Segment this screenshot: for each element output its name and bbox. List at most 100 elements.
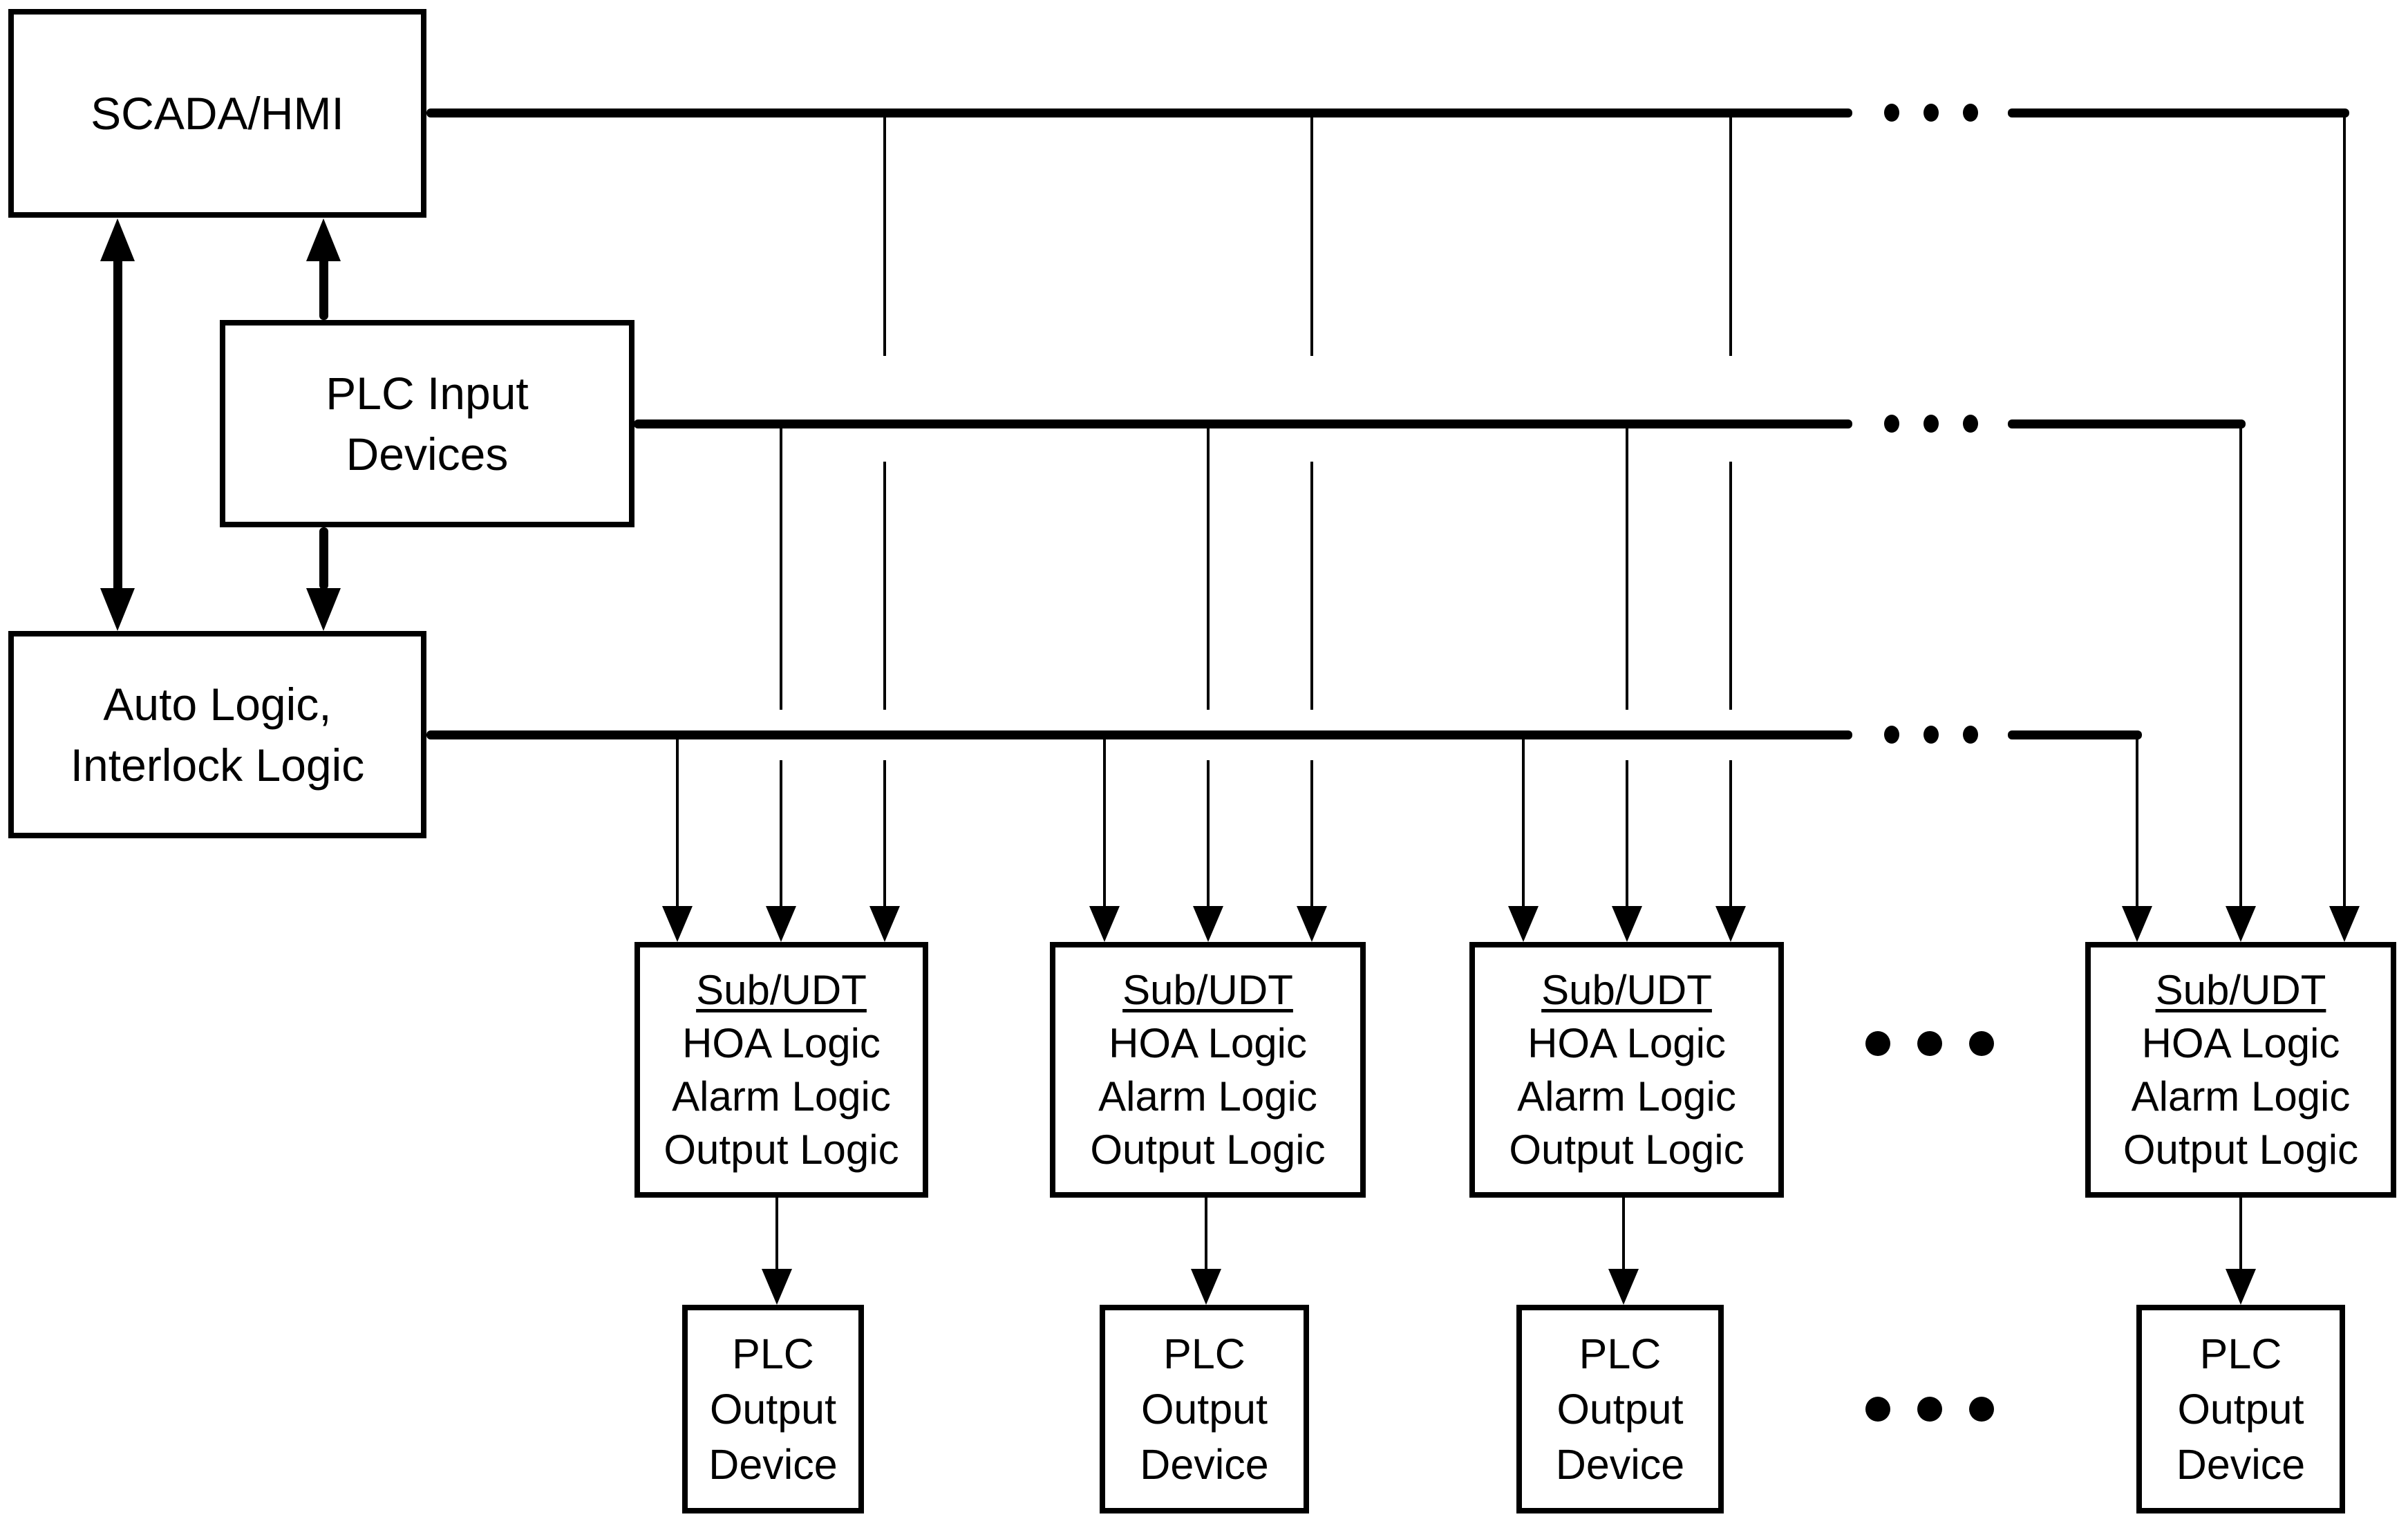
sub-to-output-line-2 (1205, 1198, 1207, 1269)
sub-udt-row-ellipsis-dot (1917, 1031, 1942, 1056)
scada-drop-line-1b (883, 462, 886, 710)
scada-drop-line-4 (2343, 113, 2346, 906)
auto-drop-line-3 (1522, 735, 1525, 906)
plc-output-label-line: Device (708, 1441, 838, 1488)
sub-udt-item: Alarm Logic (672, 1073, 891, 1120)
sub-udt-title: Sub/UDT (1122, 967, 1293, 1013)
plc-output-row-ellipsis-dot (1917, 1397, 1942, 1422)
plc-input-devices-box: PLC Input Devices (220, 320, 634, 527)
sub-to-output-arrowhead-3 (1608, 1269, 1639, 1305)
sub-to-output-line-3 (1622, 1198, 1625, 1269)
plc-drop-line-2b (1207, 760, 1210, 906)
scada-bus-ellipsis-dot (1923, 104, 1939, 122)
sub-to-output-arrowhead-1 (762, 1269, 792, 1305)
sub-udt-item: Alarm Logic (1517, 1073, 1736, 1120)
sub-udt-box-1: Sub/UDT HOA Logic Alarm Logic Output Log… (634, 942, 928, 1198)
plc-output-label-line: PLC (1163, 1330, 1245, 1377)
scada-bus-segment-right (2008, 109, 2349, 117)
plc-output-row-ellipsis-dot (1969, 1397, 1994, 1422)
plc-drop-line-1b (780, 760, 782, 906)
plcinput-auto-arrow-shaft (319, 527, 328, 589)
sub-to-output-line-1 (775, 1198, 778, 1269)
sub-udt-item: HOA Logic (2141, 1020, 2340, 1066)
scada-plcinput-arrowhead-up (306, 218, 341, 261)
sub-udt-box-3: Sub/UDT HOA Logic Alarm Logic Output Log… (1469, 942, 1784, 1198)
sub-udt-title: Sub/UDT (2155, 967, 2326, 1013)
scada-hmi-label: SCADA/HMI (91, 88, 344, 139)
scada-auto-arrowhead-down (100, 588, 135, 631)
plc-output-label-line: Output (2177, 1386, 2304, 1433)
plc-drop-line-4 (2239, 424, 2242, 906)
plc-output-label-line: PLC (1579, 1330, 1662, 1377)
plc-output-device-box-3: PLC Output Device (1516, 1305, 1724, 1513)
plc-output-row-ellipsis-dot (1865, 1397, 1890, 1422)
scada-drop-arrowhead-4 (2329, 906, 2360, 942)
plc-input-bus-segment-left (634, 419, 1852, 428)
scada-drop-line-2c (1310, 760, 1313, 906)
plc-output-label-line: Output (1556, 1386, 1684, 1433)
plc-input-bus-ellipsis-dot (1884, 415, 1899, 433)
scada-drop-line-3a (1729, 113, 1732, 356)
auto-drop-line-4 (2136, 735, 2138, 906)
auto-drop-line-1 (676, 735, 679, 906)
auto-interlock-logic-box: Auto Logic, Interlock Logic (8, 631, 426, 838)
scada-auto-arrow-shaft (113, 256, 122, 594)
plc-input-bus-segment-right (2008, 419, 2246, 428)
sub-to-output-line-4 (2239, 1198, 2242, 1269)
scada-drop-arrowhead-3 (1715, 906, 1746, 942)
auto-logic-bus-ellipsis-dot (1884, 726, 1899, 744)
plc-output-label-line: PLC (732, 1330, 814, 1377)
plc-drop-line-2a (1207, 424, 1210, 710)
scada-drop-arrowhead-1 (869, 906, 900, 942)
plc-drop-arrowhead-4 (2226, 906, 2256, 942)
plc-output-device-box-4: PLC Output Device (2136, 1305, 2345, 1513)
scada-drop-arrowhead-2 (1297, 906, 1327, 942)
scada-drop-line-1a (883, 113, 886, 356)
plc-input-bus-ellipsis-dot (1963, 415, 1978, 433)
plc-output-label-line: Output (1140, 1386, 1268, 1433)
scada-drop-line-3c (1729, 760, 1732, 906)
sub-to-output-arrowhead-2 (1191, 1269, 1221, 1305)
plc-drop-line-1a (780, 424, 782, 710)
sub-udt-row-ellipsis-dot (1865, 1031, 1890, 1056)
plc-output-label-line: Device (1555, 1441, 1685, 1488)
auto-drop-line-2 (1103, 735, 1106, 906)
plc-drop-arrowhead-2 (1193, 906, 1223, 942)
scada-auto-arrowhead-up (100, 218, 135, 261)
auto-drop-arrowhead-2 (1089, 906, 1120, 942)
plc-drop-line-3a (1626, 424, 1628, 710)
plc-output-device-box-2: PLC Output Device (1100, 1305, 1309, 1513)
sub-udt-title: Sub/UDT (1541, 967, 1712, 1013)
scada-bus-segment-left (426, 109, 1852, 117)
scada-plcinput-arrow-shaft (319, 253, 328, 320)
plc-output-label-line: Device (2176, 1441, 2306, 1488)
auto-drop-arrowhead-4 (2122, 906, 2152, 942)
plc-input-label-line1: PLC Input (326, 368, 529, 419)
auto-drop-arrowhead-3 (1508, 906, 1539, 942)
auto-logic-label-line1: Auto Logic, (103, 679, 332, 730)
scada-drop-line-2b (1310, 462, 1313, 710)
plc-input-bus-ellipsis-dot (1923, 415, 1939, 433)
auto-drop-arrowhead-1 (662, 906, 693, 942)
plc-output-label-line: Output (709, 1386, 837, 1433)
scada-bus-ellipsis-dot (1884, 104, 1899, 122)
auto-logic-label-line2: Interlock Logic (70, 739, 365, 791)
plcinput-auto-arrowhead-down (306, 588, 341, 631)
auto-logic-bus-segment-left (426, 730, 1852, 739)
sub-udt-item: HOA Logic (1527, 1020, 1726, 1066)
sub-udt-box-2: Sub/UDT HOA Logic Alarm Logic Output Log… (1050, 942, 1366, 1198)
sub-udt-item: Alarm Logic (1098, 1073, 1317, 1120)
sub-to-output-arrowhead-4 (2226, 1269, 2256, 1305)
plc-output-label-line: PLC (2199, 1330, 2282, 1377)
plc-output-device-box-1: PLC Output Device (682, 1305, 864, 1513)
auto-logic-bus-ellipsis-dot (1923, 726, 1939, 744)
plc-output-label-line: Device (1140, 1441, 1269, 1488)
plc-drop-arrowhead-3 (1612, 906, 1642, 942)
plc-drop-arrowhead-1 (766, 906, 796, 942)
plc-drop-line-3b (1626, 760, 1628, 906)
sub-udt-row-ellipsis-dot (1969, 1031, 1994, 1056)
sub-udt-item: Output Logic (664, 1126, 899, 1173)
sub-udt-box-4: Sub/UDT HOA Logic Alarm Logic Output Log… (2085, 942, 2396, 1198)
auto-logic-bus-segment-right (2008, 730, 2142, 739)
sub-udt-item: Alarm Logic (2131, 1073, 2351, 1120)
